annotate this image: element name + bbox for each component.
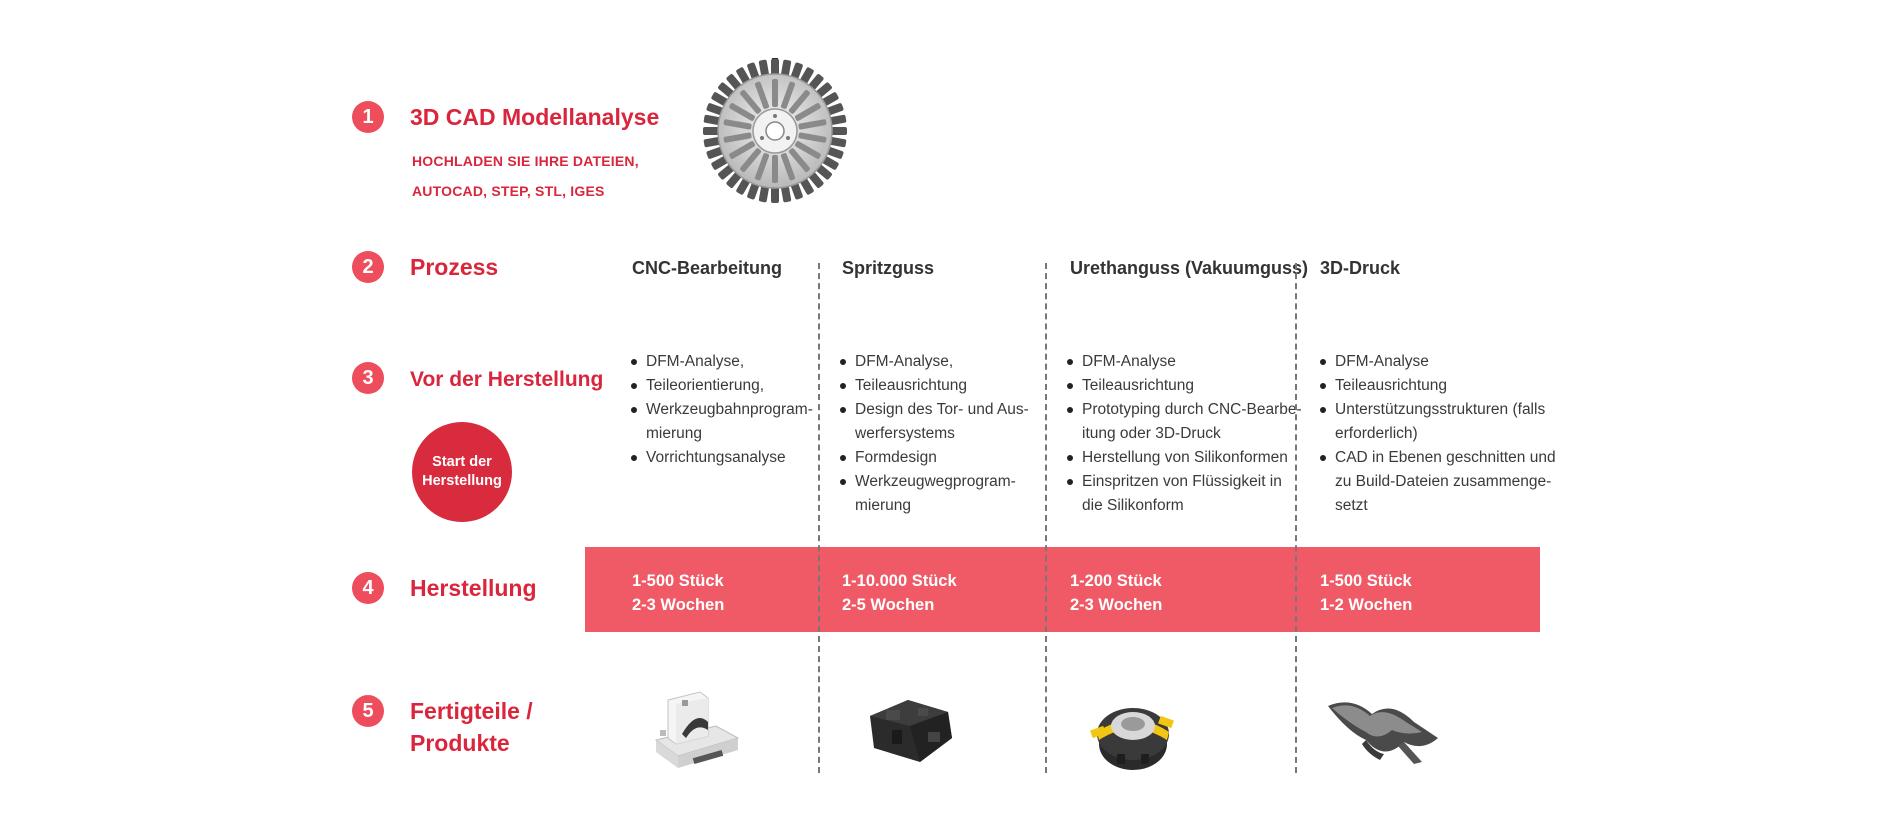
production-band [585,547,1540,632]
list-item: Design des Tor- und Aus- [840,398,1045,422]
bullets-spritzguss: DFM-Analyse, Teileausrichtung Design des… [840,350,1045,518]
list-item: Teileausrichtung [1320,374,1560,398]
start-button-line2: Herstellung [422,473,502,489]
duration-3d-druck: 1-2 Wochen [1320,596,1413,614]
column-divider [1045,263,1047,773]
list-item-continuation: die Silikonform [1082,497,1184,514]
list-item: Teileausrichtung [1067,374,1302,398]
duration-urethanguss: 2-3 Wochen [1070,596,1163,614]
column-divider [818,263,820,773]
list-item-continuation: werfersystems [855,425,955,442]
process-title-urethanguss: Urethanguss (Vakuumguss) [1070,258,1309,278]
step-3-title: Vor der Herstellung [410,368,604,391]
quantity-3d-druck: 1-500 Stück [1320,572,1412,590]
duration-cnc: 2-3 Wochen [632,596,725,614]
step-5-title-line2: Produkte [410,730,510,756]
list-item-continuation: mierung [646,425,702,442]
list-item: Unterstützungsstrukturen (falls [1320,398,1560,422]
upload-line-2: AUTOCAD, STEP, STL, IGES [412,183,605,199]
list-item: DFM-Analyse, [840,350,1045,374]
cnc-part-product-icon [654,691,740,768]
step-4-number: 4 [352,572,384,604]
list-item: Prototyping durch CNC-Bearbe- [1067,398,1302,422]
list-item: Werkzeugbahnprogram- [631,398,821,422]
quantity-spritzguss: 1-10.000 Stück [842,572,957,590]
list-item: DFM-Analyse [1067,350,1302,374]
step-1-title: 3D CAD Modellanalyse [410,104,660,130]
step-4-title: Herstellung [410,575,537,601]
step-5-title-line1: Fertigteile / [410,698,533,724]
list-item-continuation: itung oder 3D-Druck [1082,425,1221,442]
list-item: Vorrichtungsanalyse [631,446,821,470]
duration-spritzguss: 2-5 Wochen [842,596,935,614]
step-2-title: Prozess [410,254,499,280]
3d-print-part-product-icon [1328,702,1438,764]
list-item: Einspritzen von Flüssigkeit in [1067,470,1302,494]
process-title-3d-druck: 3D-Druck [1320,258,1401,278]
list-item-continuation: erforderlich) [1335,425,1418,442]
bullets-cnc: DFM-Analyse, Teileorientierung, Werkzeug… [631,350,821,470]
bullets-urethanguss: DFM-Analyse Teileausrichtung Prototyping… [1067,350,1302,518]
list-item-continuation: zu Build-Dateien zusammenge- [1335,473,1552,490]
step-1-number: 1 [352,101,384,133]
bullets-3d-druck: DFM-Analyse Teileausrichtung Unterstützu… [1320,350,1560,518]
quantity-cnc: 1-500 Stück [632,572,724,590]
start-production-button[interactable]: Start der Herstellung [412,422,512,522]
list-item: DFM-Analyse, [631,350,821,374]
list-item-continuation: mierung [855,497,911,514]
list-item: Formdesign [840,446,1045,470]
list-item: DFM-Analyse [1320,350,1560,374]
list-item: Herstellung von Silikonformen [1067,446,1302,470]
step-5-number: 5 [352,695,384,727]
list-item: CAD in Ebenen geschnitten und [1320,446,1560,470]
step-3-number: 3 [352,362,384,394]
list-item: Teileausrichtung [840,374,1045,398]
list-item-continuation: setzt [1335,497,1368,514]
column-divider [1295,263,1297,773]
list-item: Teileorientierung, [631,374,821,398]
injection-mold-part-product-icon [870,700,952,762]
upload-line-1: HOCHLADEN SIE IHRE DATEIEN, [412,153,639,169]
process-title-cnc: CNC-Bearbeitung [632,258,783,278]
cad-wheel-model-icon [703,58,847,203]
urethane-cast-part-product-icon [1090,708,1174,770]
list-item: Werkzeugwegprogram- [840,470,1045,494]
quantity-urethanguss: 1-200 Stück [1070,572,1162,590]
start-button-line1: Start der [432,454,492,470]
step-2-number: 2 [352,251,384,283]
process-title-spritzguss: Spritzguss [842,258,935,278]
